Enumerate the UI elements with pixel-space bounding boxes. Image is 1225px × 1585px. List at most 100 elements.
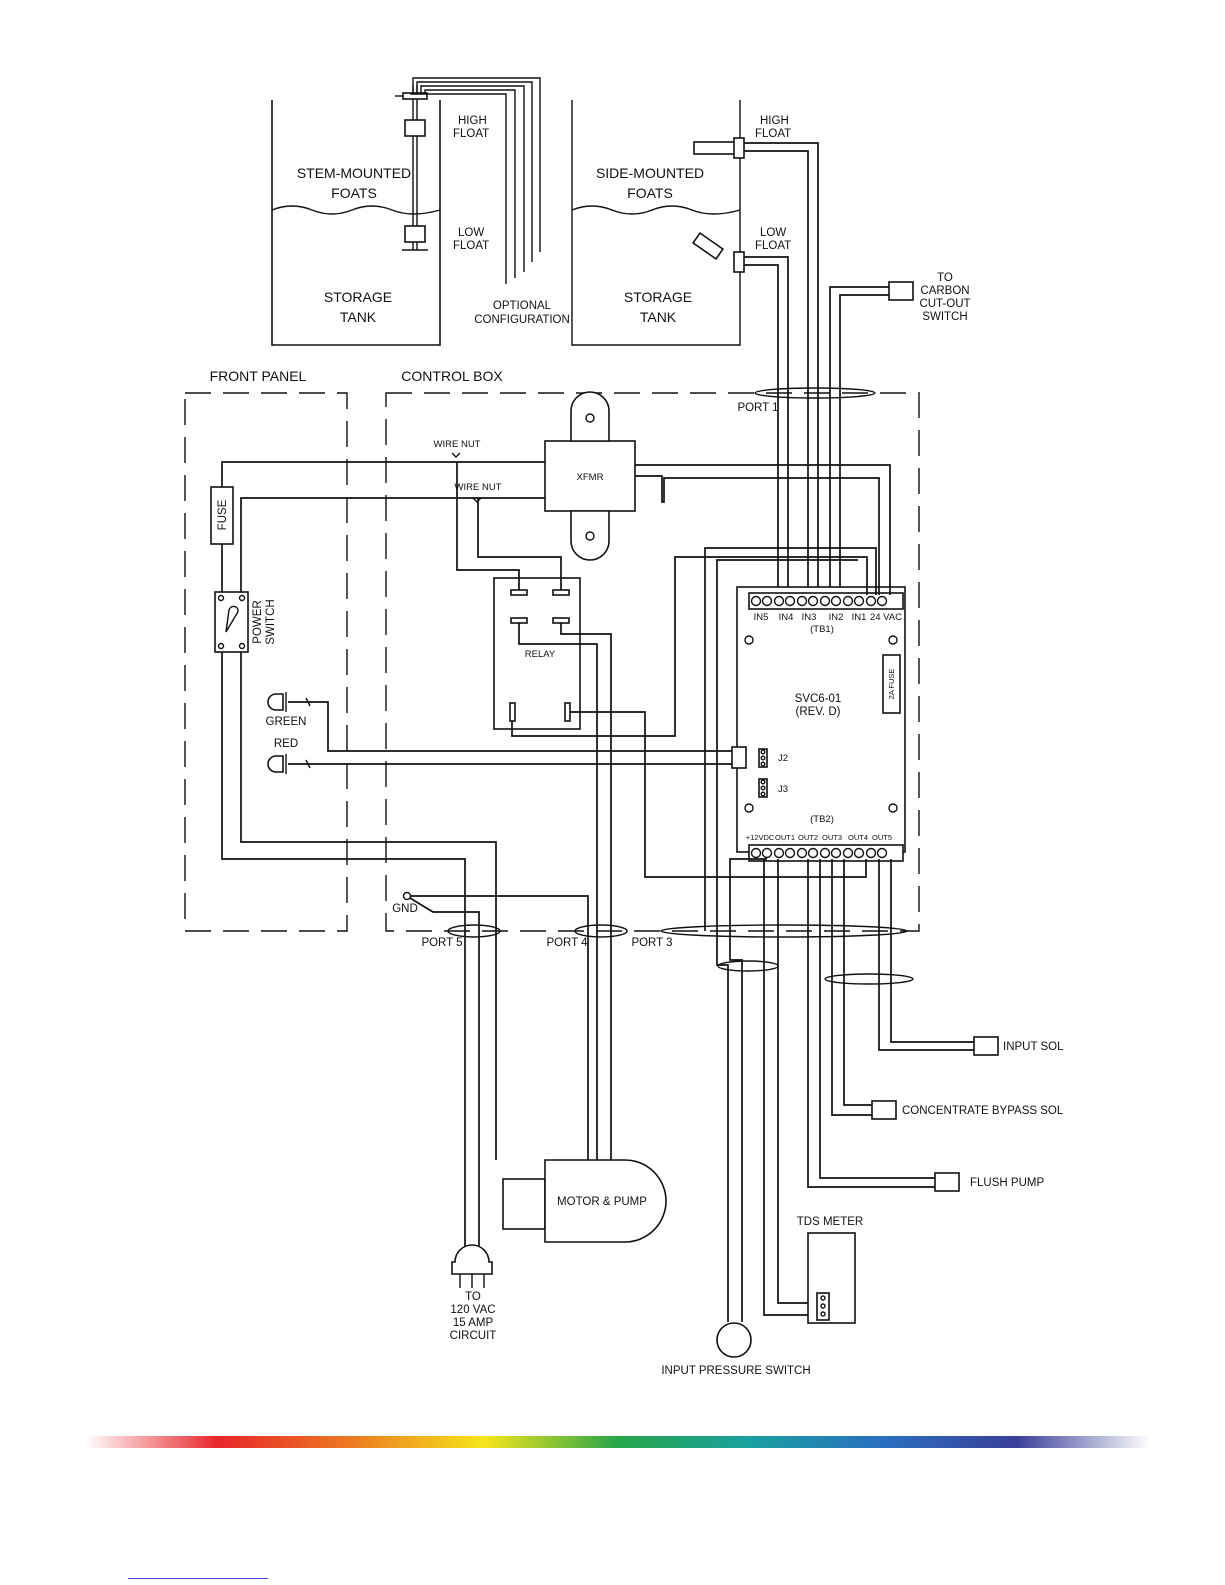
optional-config-2: CONFIGURATION: [474, 314, 570, 326]
right-low-float-label-1: LOW: [760, 227, 786, 239]
tb2-label: (TB2): [810, 814, 834, 825]
concentrate-bypass-sol-label: CONCENTRATE BYPASS SOL: [902, 1105, 1064, 1117]
green-label: GREEN: [266, 716, 307, 728]
right-tank-title-2: FOATS: [627, 185, 673, 201]
wire-nut-1-label: WIRE NUT: [434, 439, 481, 450]
flush-pump: [934, 1172, 960, 1192]
power-label-1: TO: [465, 1291, 481, 1303]
power-plug: [451, 1244, 493, 1288]
transformer: XFMR: [544, 391, 636, 561]
input-sol: [973, 1036, 999, 1056]
carbon-label-4: SWITCH: [922, 311, 967, 323]
left-high-float-label-1: HIGH: [458, 115, 487, 127]
tb1-label-in2: IN2: [829, 612, 844, 623]
front-panel-title: FRONT PANEL: [210, 368, 307, 384]
tb1-label-in5: IN5: [754, 612, 769, 623]
j2-connector: [731, 746, 747, 769]
left-low-float-label-1: LOW: [458, 227, 484, 239]
footer-rainbow-bar: [85, 1436, 1150, 1448]
right-low-float-label-2: FLOAT: [755, 240, 791, 252]
carbon-label-2: CARBON: [920, 285, 969, 297]
right-tank-storage-1: STORAGE: [624, 289, 692, 305]
j3-connector: [758, 778, 768, 798]
tb2-label-12vdc: +12VDC: [746, 833, 775, 842]
flush-pump-label: FLUSH PUMP: [970, 1177, 1044, 1189]
relay: RELAY: [493, 577, 581, 730]
right-high-float-label-2: FLOAT: [755, 128, 791, 140]
right-tank-storage-2: TANK: [640, 309, 677, 325]
port-3: [660, 924, 908, 938]
power-switch-label-2: SWITCH: [265, 599, 277, 644]
tb2-label-out1: OUT1: [775, 833, 795, 842]
wire-nut-2-label: WIRE NUT: [455, 482, 502, 493]
input-pressure-switch-label: INPUT PRESSURE SWITCH: [661, 1365, 810, 1377]
right-low-float: [691, 231, 725, 261]
left-tank-title-2: FOATS: [331, 185, 377, 201]
tb1-label-in1: IN1: [852, 612, 867, 623]
relay-label: RELAY: [525, 649, 556, 660]
tb1-label-24vac: 24 VAC: [870, 612, 902, 623]
tb1-label-in3: IN3: [802, 612, 817, 623]
green-lamp: [267, 692, 287, 712]
right-storage-tank: SIDE-MOUNTED FOATS STORAGE TANK HIGH FLO…: [571, 100, 819, 595]
port-1-label: PORT 1: [737, 402, 778, 414]
left-low-float-label-2: FLOAT: [453, 240, 489, 252]
tds-meter: [807, 1232, 856, 1324]
power-switch-label-1: POWER: [252, 600, 264, 643]
external-devices: INPUT SOL CONCENTRATE BYPASS SOL FLUSH P…: [450, 1036, 1064, 1377]
red-label: RED: [274, 738, 298, 750]
left-high-float-label-2: FLOAT: [453, 128, 489, 140]
fuse-label: FUSE: [217, 499, 229, 530]
input-pressure-switch: [716, 1322, 752, 1358]
wiring: [221, 461, 974, 1322]
right-tank-title-1: SIDE-MOUNTED: [596, 165, 704, 181]
left-low-float: [404, 225, 426, 243]
gnd-label: GND: [392, 903, 418, 915]
left-tank-storage-2: TANK: [340, 309, 377, 325]
port-3-label: PORT 3: [631, 937, 672, 949]
xfmr-label: XFMR: [577, 472, 604, 483]
carbon-cutout-switch: TO CARBON CUT-OUT SWITCH: [829, 272, 971, 595]
control-box: CONTROL BOX PORT 1 PORT 5 PORT 4 PORT 3 …: [385, 368, 920, 949]
board-name-2: (REV. D): [796, 706, 841, 718]
tb2-label-out5: OUT5: [872, 833, 892, 842]
gnd-terminal: [402, 891, 412, 901]
tb1-terminal-block: IN5 IN4 IN3 IN2 IN1 24 VAC (TB1): [748, 592, 904, 635]
tb2-label-out3: OUT3: [822, 833, 842, 842]
port-1: [754, 387, 876, 399]
tb1-label-in4: IN4: [779, 612, 794, 623]
carbon-label-1: TO: [937, 272, 953, 284]
tds-meter-label: TDS METER: [797, 1216, 863, 1228]
j3-label: J3: [778, 784, 788, 795]
tb1-label: (TB1): [810, 624, 834, 635]
tb2-label-out2: OUT2: [798, 833, 818, 842]
input-sol-label: INPUT SOL: [1003, 1041, 1064, 1053]
board-name-1: SVC6-01: [795, 693, 842, 705]
svc6-board: IN5 IN4 IN3 IN2 IN1 24 VAC (TB1) 2A FUSE…: [731, 586, 906, 862]
power-label-2: 120 VAC: [450, 1304, 495, 1316]
board-fuse-label: 2A FUSE: [887, 669, 896, 700]
j2-label: J2: [778, 753, 788, 764]
board-fuse: [882, 654, 901, 714]
carbon-label-3: CUT-OUT: [919, 298, 970, 310]
right-high-float-label-1: HIGH: [760, 115, 789, 127]
tb2-terminal-block: (TB2) +12VDC OUT1 OUT2 OUT3 OUT4 OUT5: [746, 814, 904, 862]
motor-pump-label: MOTOR & PUMP: [557, 1196, 647, 1208]
left-tank-title-1: STEM-MOUNTED: [297, 165, 411, 181]
motor-pump: MOTOR & PUMP: [502, 1159, 667, 1243]
power-label-3: 15 AMP: [453, 1317, 494, 1329]
left-storage-tank: STEM-MOUNTED FOATS STORAGE TANK HIGH FLO…: [271, 77, 570, 346]
left-tank-storage-1: STORAGE: [324, 289, 392, 305]
right-high-float: [693, 141, 737, 155]
port-4-label: PORT 4: [546, 937, 588, 949]
footer-rule: [128, 1578, 268, 1579]
front-panel: FRONT PANEL FUSE POWER SWITCH GREEN RED: [184, 368, 348, 932]
concentrate-bypass-sol: [871, 1100, 897, 1120]
control-box-title: CONTROL BOX: [401, 368, 503, 384]
red-lamp: [267, 754, 287, 774]
optional-config-1: OPTIONAL: [493, 300, 552, 312]
port-4: [574, 924, 628, 938]
left-high-float: [404, 119, 426, 137]
port-5-label: PORT 5: [421, 937, 462, 949]
